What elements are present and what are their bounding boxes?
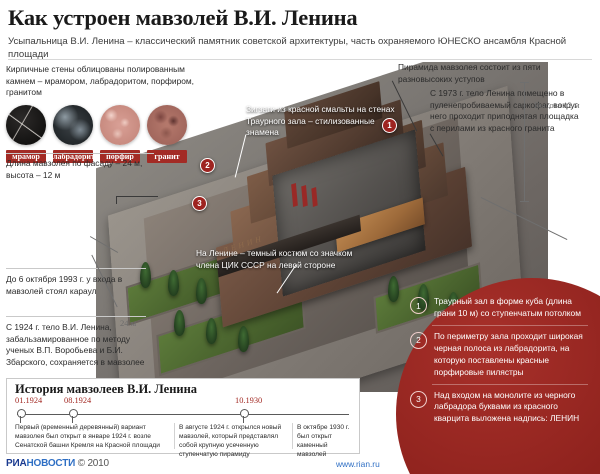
material-label: гранит <box>147 149 187 164</box>
material-swatch-list: мрамор лабрадорит порфир гранит <box>6 104 194 164</box>
legend-number: 3 <box>410 390 427 408</box>
legend-text: Над входом на монолите из черного лабрад… <box>434 389 580 424</box>
note-zigzag: Зигзаги из красной смальты на стенах Тра… <box>246 104 395 138</box>
legend-item: 1 Траурный зал в форме куба (длина грани… <box>410 296 588 325</box>
legend-text: По периметру зала проходит широкая черна… <box>434 330 583 377</box>
note-guard: До 6 октября 1993 г. у входа в мавзолей … <box>6 274 123 296</box>
timeline-stem <box>20 416 21 423</box>
material-swatch-item: лабрадорит <box>53 104 95 164</box>
height-dimension-cap <box>520 201 529 202</box>
materials-panel: Кирпичные стены облицованы полированным … <box>6 64 195 164</box>
material-swatch-item: мрамор <box>6 104 46 164</box>
tree <box>174 310 185 336</box>
tree <box>140 262 151 288</box>
legend-text: Траурный зал в форме куба (длина грани 1… <box>434 296 581 318</box>
copyright: © 2010 <box>77 458 109 469</box>
timeline-divider <box>292 423 293 449</box>
material-swatch-item: порфир <box>100 104 140 164</box>
materials-intro: Кирпичные стены облицованы полированным … <box>6 64 195 98</box>
timeline-text: В августе 1924 г. открылся новый мавзоле… <box>179 424 282 458</box>
tree <box>168 270 179 296</box>
tree <box>206 318 217 344</box>
height-dimension-label: Высота 12 м <box>534 100 580 110</box>
labradorite-swatch-icon <box>53 104 93 145</box>
divider <box>6 316 146 317</box>
divider <box>6 268 146 269</box>
timeline-node[interactable] <box>69 409 78 418</box>
legend-divider <box>432 324 588 326</box>
tree <box>196 278 207 304</box>
height-dimension-line <box>524 82 525 202</box>
timeline-date: 01.1924 <box>15 396 43 405</box>
timeline-title: История мавзолеев В.И. Ленина <box>15 382 198 396</box>
page-title: Как устроен мавзолей В.И. Ленина <box>8 5 358 30</box>
marker-2[interactable]: 2 <box>200 158 215 173</box>
timeline-divider <box>174 423 175 449</box>
website-link[interactable]: www.rian.ru <box>336 459 380 469</box>
timeline-date: 10.1930 <box>235 396 263 405</box>
timeline-node[interactable] <box>240 409 249 418</box>
logo-novosti: НОВОСТИ <box>26 458 76 469</box>
timeline-track <box>17 414 349 415</box>
header: Как устроен мавзолей В.И. Ленина Усыпаль… <box>8 5 592 62</box>
legend-item: 3 Над входом на монолите из черного лабр… <box>410 390 588 431</box>
marker-3[interactable]: 3 <box>192 196 207 211</box>
timeline-stem <box>243 416 244 423</box>
note-sarcophagus: С 1973 г. тело Ленина помещено в пуленеп… <box>430 88 579 133</box>
note-embalming: С 1924 г. тело В.И. Ленина, забальзамиро… <box>6 322 145 367</box>
material-swatch-item: гранит <box>147 104 187 164</box>
legend-list: 1 Траурный зал в форме куба (длина грани… <box>410 296 588 430</box>
leader-line <box>116 196 117 204</box>
porphyry-swatch-icon <box>100 104 140 145</box>
rianovosti-logo: РИАНОВОСТИ © 2010 <box>6 458 109 469</box>
tree <box>418 284 429 310</box>
legend-item: 2 По периметру зала проходит широкая чер… <box>410 331 588 384</box>
granite-swatch-icon <box>147 104 187 145</box>
timeline-stem <box>72 416 73 423</box>
timeline-node[interactable] <box>17 409 26 418</box>
logo-ria: РИА <box>6 458 27 469</box>
leader-line <box>116 196 158 197</box>
length-dimension-label: 24 м <box>120 318 137 328</box>
note-pyramid: Пирамида мавзолея состоит из пяти разнов… <box>398 62 541 84</box>
height-dimension-cap <box>520 82 529 83</box>
timeline-date: 08.1924 <box>64 396 92 405</box>
tree <box>238 326 249 352</box>
divider <box>6 153 154 154</box>
timeline-text: В октябре 1930 г. был открыт каменный ма… <box>297 424 350 458</box>
legend-number: 1 <box>410 297 427 314</box>
legend-number: 2 <box>410 331 427 349</box>
marble-swatch-icon <box>6 104 46 145</box>
note-dimensions: Длина мавзолея по фасаду – 24 м, высота … <box>6 158 143 180</box>
page-subtitle: Усыпальница В.И. Ленина – классический п… <box>8 35 567 61</box>
tree <box>388 276 399 302</box>
timeline-panel: История мавзолеев В.И. Ленина 01.1924 Пе… <box>6 378 360 458</box>
legend-divider <box>432 383 588 385</box>
marker-1[interactable]: 1 <box>382 118 397 133</box>
note-suit: На Ленине – темный костюм со значком чле… <box>196 248 353 270</box>
header-divider <box>8 59 592 60</box>
timeline-text: Первый (временный деревянный) вариант ма… <box>15 424 160 449</box>
